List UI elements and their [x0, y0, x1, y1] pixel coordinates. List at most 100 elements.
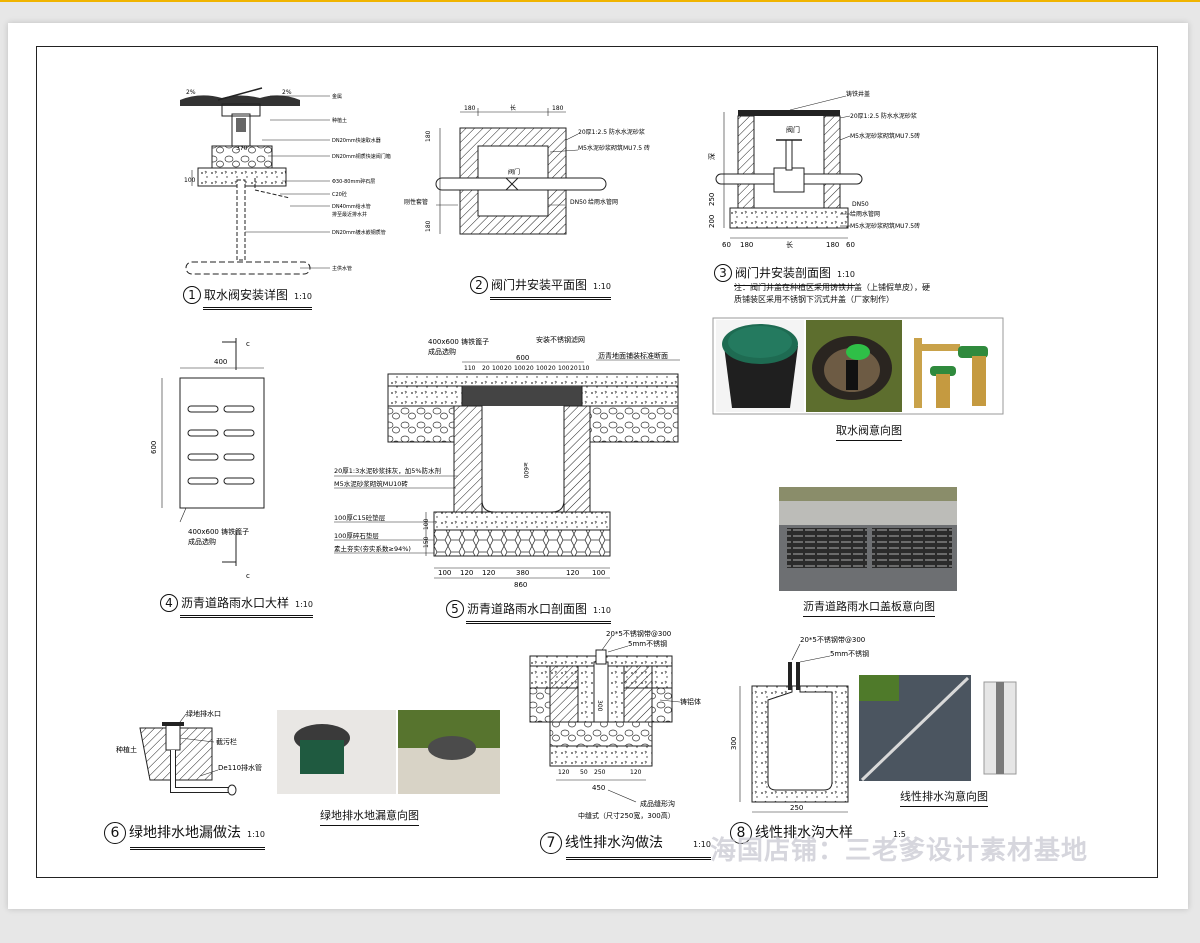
title-number: 3 — [714, 264, 732, 282]
title-scale: 1:10 — [593, 282, 611, 291]
d7-label: 5mm不锈钢 — [628, 639, 667, 648]
title-number: 8 — [730, 822, 752, 844]
detail-8-linear-drain-detail: 20*5不锈钢带@300 5mm不锈钢 300 250 — [730, 635, 869, 813]
title-label: 线性排水沟大样 — [755, 825, 853, 841]
drawing-frame — [36, 46, 1158, 878]
title-number: 6 — [104, 822, 126, 844]
d3-dim: 60 — [846, 241, 855, 249]
d7-label: 铸铝体 — [680, 697, 701, 706]
d5-dim: 20 — [504, 365, 512, 372]
d1-label: 排至最近排水井 — [332, 211, 367, 218]
detail-5-storm-inlet-section: 400x600 铸铁篦子 成品选购 安装不锈钢滤网 600 沥青地面铺装标准断面… — [334, 335, 680, 589]
d1-slope-left: 2% — [186, 89, 196, 96]
title-scale: 1:10 — [693, 840, 711, 849]
d2-label: 阀门 — [508, 168, 520, 176]
d1-dim: 370 — [236, 145, 248, 152]
title-label: 沥青道路雨水口剖面图 — [467, 602, 588, 616]
d2-label: 给雨水管网 — [588, 198, 618, 206]
title-scale: 1:10 — [247, 830, 265, 839]
caption-green-drain: 绿地排水地漏意向图 — [320, 807, 419, 826]
valve-ground-photo — [806, 320, 902, 412]
d1-label: 主供水管 — [332, 265, 352, 272]
d5-label: 成品选购 — [428, 347, 456, 356]
d5-dim: 100 — [438, 569, 451, 577]
d5-dim: ≥600 — [522, 462, 529, 479]
title-scale: 1:10 — [295, 600, 313, 609]
detail-4-storm-inlet-plan: c 400 600 400x600 铸铁篦子 成品选购 c — [150, 338, 265, 580]
photo-green-drain — [277, 710, 500, 794]
d4-dim: 400 — [214, 358, 227, 366]
detail-3-valve-well-section: 铸铁井盖 20厚1:2.5 防水水泥砂浆 M5水泥砂浆砌筑MU7.5砖 阀门 深… — [707, 90, 920, 249]
d7-dim: 250 — [594, 769, 606, 776]
d3-label: 阀门 — [786, 125, 800, 134]
d3-dim: 长 — [786, 240, 793, 249]
d5-dim: 20 — [482, 365, 490, 372]
d5-dim: 20 — [548, 365, 556, 372]
d1-label: DN20mm镀水嵌钢质管 — [332, 229, 386, 236]
d5-dim: 100 — [536, 365, 548, 372]
d5-label: 100厚C15砼垫层 — [334, 513, 386, 522]
d5-dim: 100 — [514, 365, 526, 372]
d1-label: 种植土 — [332, 117, 347, 124]
d7-dim: 50 — [580, 769, 588, 776]
d2-dim: 长 — [510, 104, 516, 112]
d2-dim: 180 — [464, 105, 476, 112]
caption-text: 线性排水沟意向图 — [900, 790, 988, 803]
d8-dim: 300 — [730, 737, 738, 750]
d1-label: C20砼 — [332, 191, 347, 198]
d3-label: 给雨水管网 — [850, 210, 880, 218]
d6-label: 绿地排水口 — [186, 709, 221, 718]
d3-dim: 60 — [722, 241, 731, 249]
d2-label: DN50 — [570, 199, 587, 206]
caption-storm-grate: 沥青道路雨水口盖板意向图 — [803, 598, 935, 617]
d4-dim: 600 — [150, 441, 158, 454]
d1-label: DN20mm快速取水器 — [332, 137, 381, 144]
d5-dim: 150 — [423, 536, 430, 548]
d6-label: 种植土 — [116, 745, 137, 754]
d2-label: 20厚1:2.5 防水水泥砂浆 — [578, 128, 645, 136]
photo-linear-drain — [859, 675, 1026, 782]
d5-label: 100厚碎石垫层 — [334, 531, 379, 540]
d5-dim: 20 — [526, 365, 534, 372]
title-number: 2 — [470, 276, 488, 294]
d2-dim: 180 — [425, 130, 432, 142]
d5-dim: 110 — [464, 365, 476, 372]
d2-dim: 180 — [425, 220, 432, 232]
d8-label: 5mm不锈钢 — [830, 649, 869, 658]
d5-label: 沥青地面铺装标准断面 — [598, 351, 668, 360]
d3-label: M5水泥砂浆砌筑MU7.5砖 — [850, 222, 920, 230]
d3-label: 铸铁井盖 — [846, 90, 870, 98]
d5-dim: 110 — [578, 365, 590, 372]
note-line-2: 质铺装区采用不锈钢下沉式井盖（厂家制作） — [734, 295, 894, 304]
detail-6-drain: 绿地排水口 种植土 截污栏 De110排水管 — [116, 709, 262, 796]
valve-box-photo — [716, 320, 804, 412]
d5-dim: 100 — [423, 518, 430, 530]
watermark-text: 海国店铺：三老爹设计素材基地 — [710, 836, 1089, 866]
d1-dim: 100 — [184, 177, 196, 184]
title-label: 沥青道路雨水口大样 — [181, 596, 290, 610]
d7-dim: 450 — [592, 784, 605, 792]
d7-label: 20*5不锈钢带@300 — [606, 629, 671, 638]
title-label: 线性排水沟做法 — [565, 835, 663, 851]
d7-dim: 120 — [630, 769, 642, 776]
d5-label: 素土夯实(夯实系数≥94%) — [334, 544, 411, 553]
d3-dim: 250 — [708, 193, 716, 206]
title-scale: 1:10 — [294, 292, 312, 301]
d1-label: 金属 — [332, 93, 342, 100]
title-label: 取水阀安装详图 — [204, 288, 289, 302]
d5-dim: 380 — [516, 569, 529, 577]
d4-section-mark: c — [246, 572, 250, 580]
d3-dim: 深 — [707, 153, 716, 160]
d5-dim: 860 — [514, 581, 527, 589]
caption-text: 绿地排水地漏意向图 — [320, 809, 419, 822]
d3-label: 20厚1:2.5 防水水泥砂浆 — [850, 112, 917, 120]
d5-dim: 120 — [460, 569, 473, 577]
caption-water-valve: 取水阀意向图 — [836, 422, 902, 441]
detail-7-linear-drain: 20*5不锈钢带@300 5mm不锈钢 铸铝体 300 120 50 250 1… — [529, 629, 701, 820]
